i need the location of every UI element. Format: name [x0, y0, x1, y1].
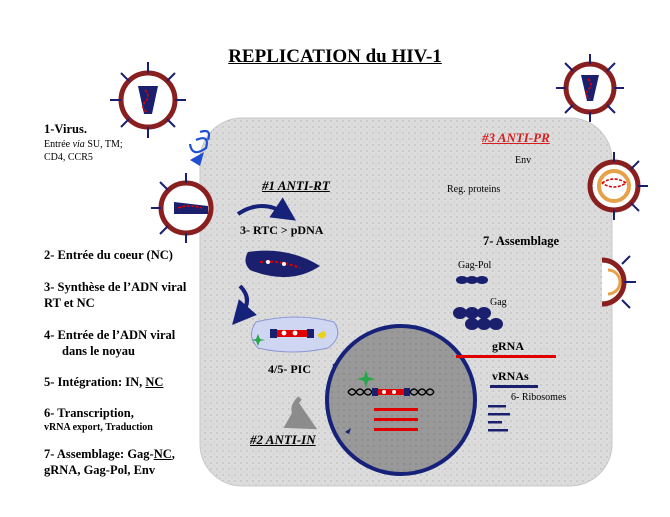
env-label: Env	[515, 155, 532, 166]
gag-chain	[453, 307, 503, 330]
step2: 2- Entrée du coeur (NC)	[44, 248, 173, 262]
ribosome-bars	[488, 405, 510, 432]
ribosomes-label: 6- Ribosomes	[511, 392, 567, 403]
step6-line2: vRNA export, Traduction	[44, 422, 153, 433]
entry-arrow-mid	[232, 284, 257, 326]
assemblage-label: 7- Assemblage	[483, 234, 560, 248]
anti-pr-label: #3 ANTI-PR	[482, 130, 550, 145]
pic-complex	[251, 316, 339, 353]
step6-line1: 6- Transcription,	[44, 406, 134, 420]
page-title: REPLICATION du HIV-1	[228, 46, 442, 67]
rtc-arrow-top	[236, 197, 296, 221]
reg-proteins-label: Reg. proteins	[447, 184, 501, 195]
gag-label: Gag	[490, 297, 507, 308]
step7-line1: 7- Assemblage: Gag-NC,	[44, 447, 175, 461]
virus-topright	[556, 54, 624, 122]
step1-title: 1-Virus.	[44, 122, 87, 136]
step3-line2: RT et NC	[44, 296, 95, 310]
gag-pol-label: Gag-Pol	[458, 260, 492, 271]
integrated-provirus	[347, 370, 435, 431]
rtc-core	[245, 250, 320, 278]
rtc-label: 3- RTC > pDNA	[240, 223, 324, 237]
gag-pol-chain	[456, 276, 488, 284]
grna-line	[456, 355, 556, 358]
step4-line1: 4- Entrée de l’ADN viral	[44, 328, 176, 342]
cd4-receptor	[188, 129, 211, 166]
step4-line2: dans le noyau	[62, 344, 135, 358]
grna-label: gRNA	[492, 339, 524, 353]
virus-budding	[587, 152, 648, 220]
pic-label: 4/5- PIC	[268, 362, 311, 376]
step1-line2: CD4, CCR5	[44, 152, 93, 163]
virus-bud-partial	[601, 255, 636, 309]
vrnas-line	[490, 385, 538, 388]
integrase-star	[357, 370, 375, 388]
anti-rt-label: #1 ANTI-RT	[262, 178, 330, 193]
step1-line1: Entrée via SU, TM;	[44, 139, 123, 150]
anti-in-label: #2 ANTI-IN	[250, 432, 316, 447]
virus-fusing	[151, 173, 214, 243]
step7-line2: gRNA, Gag-Pol, Env	[44, 463, 156, 477]
nucleus	[325, 324, 477, 476]
virus-topleft	[110, 62, 186, 138]
step3-line1: 3- Synthèse de l’ADN viral	[44, 280, 187, 294]
step5: 5- Intégration: IN, NC	[44, 375, 164, 389]
grey-arrow	[283, 396, 318, 430]
vrnas-label: vRNAs	[492, 369, 529, 383]
